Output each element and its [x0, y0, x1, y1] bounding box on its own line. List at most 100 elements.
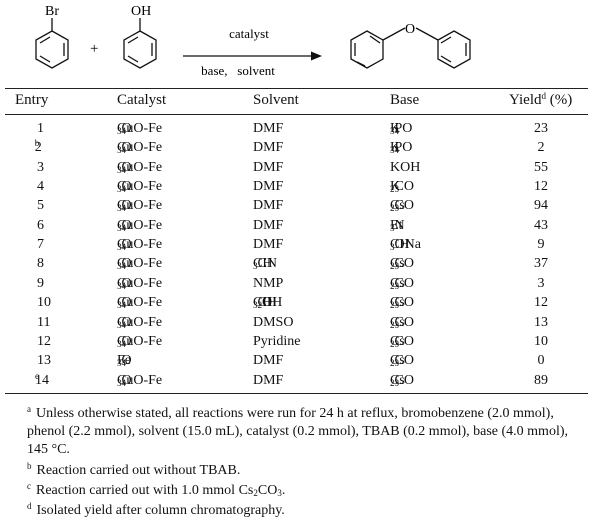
reaction-scheme: Br + OH catalyst base, solvent O — [0, 0, 593, 88]
catalyst-text: CuO-Fe — [117, 314, 163, 330]
catalyst-text: O — [121, 198, 132, 214]
catalyst-subscript: 3 — [117, 280, 122, 291]
solvent-text: DMF — [253, 198, 284, 214]
br-label: Br — [45, 4, 59, 19]
base-text: CH — [390, 237, 410, 253]
entry-number: 11 — [37, 314, 51, 330]
catalyst-subscript: 3 — [117, 145, 122, 156]
base-text: Cs — [390, 333, 405, 349]
catalyst-subscript: 4 — [121, 300, 127, 311]
header-yield-label: Yield — [509, 92, 542, 108]
base-text: K — [390, 179, 401, 195]
catalyst-text: CuO-Fe — [117, 333, 163, 349]
catalyst-text: O — [121, 333, 132, 349]
catalyst-subscript: 4 — [121, 222, 127, 233]
catalyst-text: O — [121, 314, 132, 330]
footnote-d-text: Isolated yield after column chromatograp… — [36, 503, 285, 518]
yield-cell: 10 — [534, 333, 548, 349]
product-ring-right — [437, 30, 471, 69]
header-base: Base — [390, 92, 420, 108]
solvent-text: NMP — [253, 275, 284, 291]
catalyst-text: O — [121, 121, 132, 136]
catalyst-subscript: 3 — [117, 203, 122, 214]
solvent-text: DMF — [253, 159, 284, 175]
catalyst-text: O — [121, 237, 132, 253]
solvent-text: CH — [253, 295, 273, 311]
base-subscript: 3 — [390, 126, 395, 136]
entry-number: 13 — [37, 353, 51, 369]
base-text: Cs — [390, 256, 405, 272]
yield-cell: 9 — [537, 237, 545, 253]
arrow-head — [311, 51, 322, 61]
base-text: CO — [394, 275, 414, 291]
base-subscript: 3 — [394, 319, 400, 330]
solvent-subscript: 3 — [253, 300, 258, 311]
solvent-text: DMF — [253, 237, 284, 253]
catalyst-text: CuO-Fe — [117, 372, 163, 388]
entry-number: 12 — [37, 333, 51, 349]
catalyst-subscript: 3 — [117, 222, 122, 233]
entry-number: 10 — [37, 295, 51, 311]
catalyst-subscript: 4 — [121, 338, 127, 349]
table-bottom-rule — [5, 393, 588, 394]
footnote-b-mark: b — [27, 461, 32, 471]
footnote-c-mark: c — [27, 481, 31, 491]
solvent-text: CH — [257, 295, 277, 311]
base-text: Et — [390, 217, 403, 233]
solvent-text: Pyridine — [253, 333, 301, 349]
catalyst-text: O — [121, 353, 132, 369]
catalyst-text: CuO-Fe — [117, 140, 163, 156]
base-text: Cs — [390, 372, 405, 388]
solvent-text: DMF — [253, 217, 284, 233]
base-subscript: 2 — [390, 261, 395, 272]
bromobenzene-ring — [35, 30, 69, 69]
catalyst-subscript: 3 — [117, 261, 122, 272]
base-text: CO — [394, 372, 414, 388]
base-text: Cs — [390, 314, 405, 330]
table-top-rule — [5, 88, 588, 89]
yield-cell: 94 — [534, 198, 548, 214]
entry-footnote-mark: b — [34, 138, 40, 149]
catalyst-text: CuO-Fe — [117, 198, 163, 214]
catalyst-text: O — [121, 295, 132, 311]
base-text: PO — [394, 121, 413, 136]
base-text: CO — [394, 295, 414, 311]
base-text: Cs — [390, 295, 405, 311]
base-text: K — [390, 140, 401, 156]
base-subscript: 3 — [394, 358, 400, 369]
catalyst-text: CuO-Fe — [117, 295, 163, 311]
yield-cell: 55 — [534, 159, 548, 175]
catalyst-text: CuO-Fe — [117, 275, 163, 291]
catalyst-subscript: 3 — [117, 319, 122, 330]
yield-cell: 13 — [534, 314, 548, 330]
catalyst-text: O — [121, 179, 132, 195]
conditions-label: base, solvent — [201, 63, 275, 78]
ether-bond-right — [415, 27, 439, 41]
catalyst-label: catalyst — [229, 26, 269, 41]
reaction-scheme-drawing: Br + OH catalyst base, solvent O — [35, 4, 471, 78]
header-yield-unit: (%) — [546, 92, 573, 108]
base-text: CO — [394, 198, 414, 214]
catalyst-text: CuO-Fe — [117, 237, 163, 253]
plus-sign: + — [90, 41, 98, 57]
oh-label: OH — [131, 4, 151, 19]
catalyst-subscript: 4 — [121, 280, 127, 291]
base-subscript: 3 — [390, 222, 395, 233]
catalyst-subscript: 4 — [121, 184, 127, 195]
base-subscript: 3 — [394, 203, 400, 214]
footnote-c-sub2: 3 — [277, 488, 282, 498]
base-subscript: 3 — [394, 338, 400, 349]
